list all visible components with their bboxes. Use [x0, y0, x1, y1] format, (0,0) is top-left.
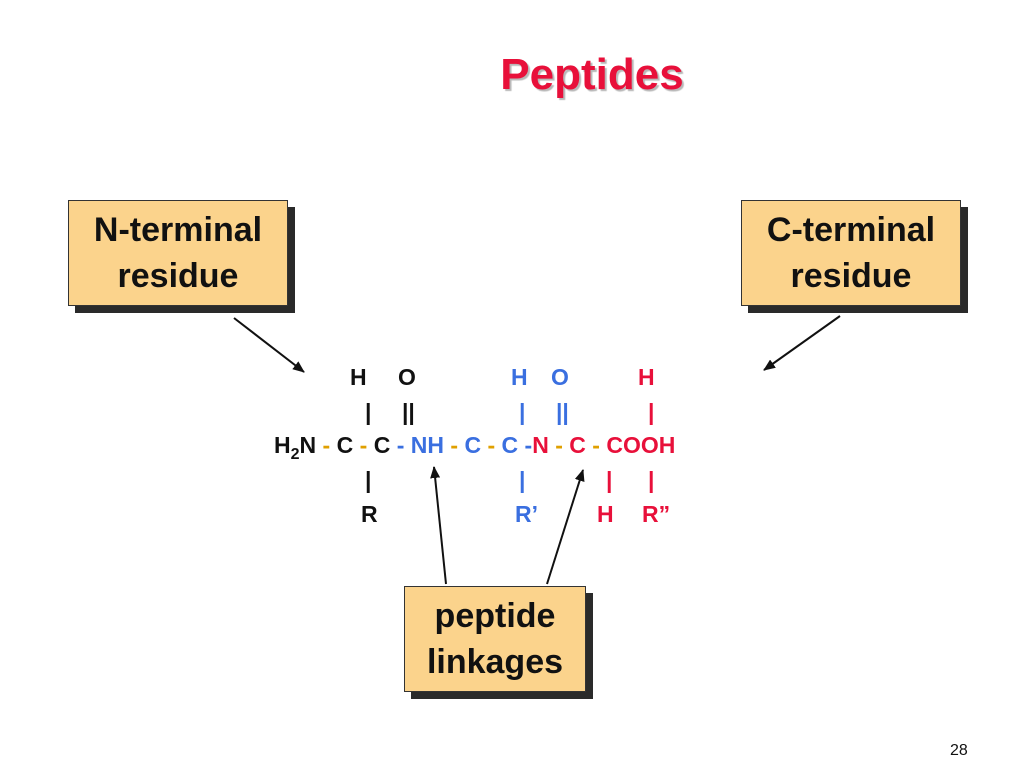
atom-h1: H: [350, 364, 367, 390]
atom-c3: C: [464, 432, 482, 458]
n-terminal-line2: residue: [117, 257, 239, 295]
h2n-subscript: 2: [290, 446, 300, 463]
peptide-linkages-line2: linkages: [426, 643, 564, 681]
dash-4: -: [444, 432, 465, 458]
arrow-n-terminal: [233, 317, 305, 373]
atom-o2: O: [551, 364, 569, 390]
dash-1: -: [316, 432, 337, 458]
bond-5: |: [519, 467, 526, 493]
arrow-linkage-1: [430, 466, 447, 585]
dash-3: -: [390, 432, 411, 458]
atom-c5: C: [569, 432, 586, 458]
n-terminal-line1: N-terminal: [93, 211, 263, 249]
c-terminal-line2: residue: [790, 257, 912, 295]
atom-nh: NH: [410, 432, 444, 458]
atom-c1: C: [336, 432, 354, 458]
peptide-linkages-line1: peptide: [434, 597, 556, 635]
arrow-linkage-2: [546, 469, 585, 585]
double-bond-2: ||: [556, 399, 569, 425]
n-terminal-callout: N-terminal residue: [68, 200, 288, 306]
dash-2: -: [353, 432, 374, 458]
side-chain-r-double-prime: R”: [642, 501, 671, 527]
c-terminal-line1: C-terminal: [766, 211, 936, 249]
dash-5: -: [481, 432, 502, 458]
atom-h4: H: [597, 501, 614, 527]
h2n-n: N: [299, 432, 317, 458]
bond-3: |: [648, 399, 655, 425]
peptide-linkages-callout: peptide linkages: [404, 586, 586, 692]
atom-h2: H: [511, 364, 528, 390]
bond-6: |: [606, 467, 613, 493]
bond-1: |: [365, 399, 372, 425]
bond-4: |: [365, 467, 372, 493]
bond-7: |: [648, 467, 655, 493]
dash-8: -: [585, 432, 607, 458]
arrow-c-terminal: [763, 315, 841, 371]
atom-n3: N: [532, 432, 549, 458]
page-number: 28: [950, 742, 968, 759]
backbone: H2N - C - C - NH - C - C -N - C - COOH: [274, 434, 675, 463]
atom-h3: H: [638, 364, 655, 390]
atom-cooh: COOH: [606, 432, 676, 458]
side-chain-r: R: [361, 501, 378, 527]
dash-7: -: [548, 432, 570, 458]
side-chain-r-prime: R’: [515, 501, 538, 527]
atom-c2: C: [373, 432, 391, 458]
dash-6: -: [518, 432, 533, 458]
bond-2: |: [519, 399, 526, 425]
slide-title: Peptides: [500, 50, 684, 99]
atom-c4: C: [501, 432, 519, 458]
h2n-h: H: [274, 432, 291, 458]
atom-o1: O: [398, 364, 416, 390]
double-bond-1: ||: [402, 399, 415, 425]
c-terminal-callout: C-terminal residue: [741, 200, 961, 306]
